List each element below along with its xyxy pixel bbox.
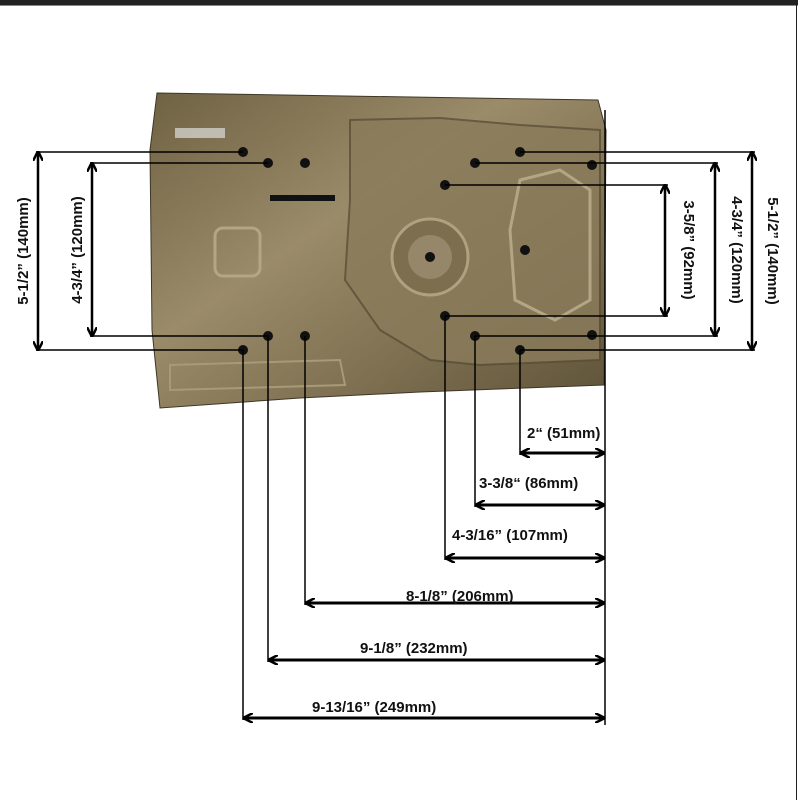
dimension-labels: 5-1/2” (140mm) 4-3/4” (120mm) 3-5/8” (92… [15,196,781,716]
mounting-plate-image [149,92,607,409]
label-left-outer: 5-1/2” (140mm) [15,197,32,305]
label-right-outer: 5-1/2” (140mm) [764,197,781,305]
label-left-inner: 4-3/4” (120mm) [69,196,86,304]
label-h6: 9-13/16” (249mm) [312,699,436,716]
label-h3: 4-3/16” (107mm) [452,527,568,544]
label-h2: 3-3/8“ (86mm) [479,475,578,492]
label-right-middle: 4-3/4” (120mm) [728,196,745,304]
label-h5: 9-1/8” (232mm) [360,640,468,657]
right-border [796,5,797,800]
label-h4: 8-1/8” (206mm) [406,588,514,605]
dimension-lines [36,110,755,725]
top-border [0,0,798,6]
label-h1: 2“ (51mm) [527,425,600,442]
label-right-inner: 3-5/8” (92mm) [680,200,697,299]
